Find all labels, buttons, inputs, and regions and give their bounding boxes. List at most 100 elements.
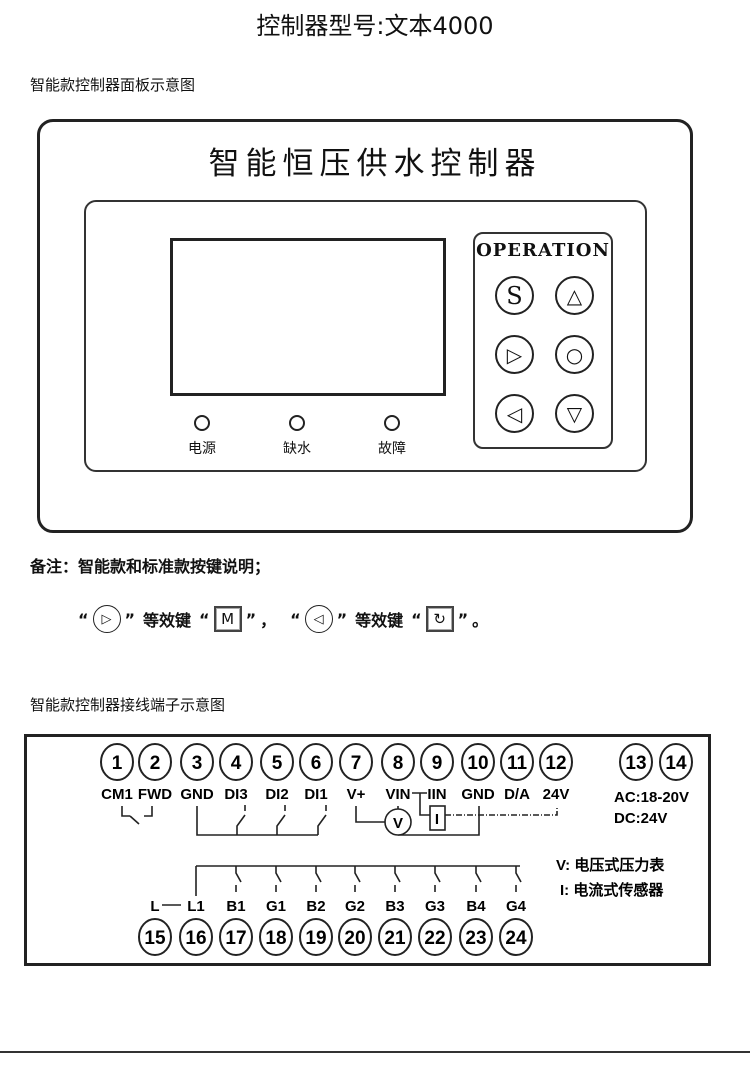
right-arrow-key-icon: ▷ (92, 605, 121, 633)
terminal-oval (138, 918, 172, 956)
terminal-label: G4 (506, 898, 527, 915)
terminal-number: 12 (545, 753, 566, 774)
terminal-oval (259, 918, 293, 956)
right-button[interactable]: ▷ (495, 335, 534, 374)
operation-title: OPERATION (476, 240, 610, 261)
key-equivalence-note: “ ▷ ” 等效键 “ M ” ， “ ◁ ” 等效键 “ ↻ ” 。 (78, 605, 488, 633)
terminal-label: G3 (425, 898, 445, 915)
terminal-number: 24 (505, 928, 527, 949)
terminal-label: CM1 (101, 786, 133, 803)
terminal-number: 22 (424, 928, 445, 949)
period: 。 (472, 611, 489, 630)
relay-contact-icon (354, 866, 361, 892)
terminal-number: 14 (665, 753, 687, 774)
terminal-label: G1 (266, 898, 286, 915)
down-button[interactable]: ▽ (555, 394, 594, 433)
terminal-oval (499, 918, 533, 956)
legend-voltage: V: 电压式压力表 (556, 856, 665, 874)
terminal-label: DI1 (304, 786, 327, 803)
terminal-label: GND (461, 786, 495, 803)
terminal-oval (500, 743, 534, 781)
terminal-number: 4 (231, 753, 242, 774)
terminal-label: 24V (543, 786, 570, 803)
terminal-label: B1 (226, 898, 245, 915)
note-heading: 备注：智能款和标准款按键说明； (30, 557, 271, 576)
quote: ” (457, 609, 469, 629)
terminal-label: DI2 (265, 786, 288, 803)
left-icon: ◁ (506, 401, 523, 426)
terminal-oval (378, 918, 412, 956)
ok-button[interactable]: ○ (555, 335, 594, 374)
terminal-label: B4 (466, 898, 486, 915)
terminal-oval (179, 918, 213, 956)
power-led-icon (194, 415, 210, 431)
terminal-oval (338, 918, 372, 956)
relay-contact-icon (394, 866, 401, 892)
set-button[interactable]: S (495, 276, 534, 315)
ok-icon: ○ (565, 342, 584, 367)
bottom-divider (0, 1051, 750, 1053)
wiring-lines (121, 792, 558, 906)
terminal-label: B2 (306, 898, 325, 915)
terminal-number: 1 (112, 753, 123, 774)
controller-panel-outline (37, 119, 693, 533)
terminal-number: 2 (150, 753, 161, 774)
set-icon: S (506, 281, 523, 310)
terminal-number: 13 (625, 753, 646, 774)
terminal-number: 16 (185, 928, 206, 949)
water-shortage-led-label: 缺水 (283, 441, 311, 457)
terminal-label: D/A (504, 786, 530, 803)
fault-led-label: 故障 (378, 441, 406, 457)
terminal-number: 10 (467, 753, 488, 774)
wiring-section-label: 智能款控制器接线端子示意图 (30, 696, 226, 714)
terminal-number: 5 (272, 753, 283, 774)
terminal-number: 7 (351, 753, 362, 774)
terminal-oval (339, 743, 373, 781)
terminal-label: L (150, 898, 159, 915)
terminal-label: V+ (347, 786, 366, 803)
loop-key-icon: ↻ (425, 606, 454, 632)
power-ac-label: AC:18-20V (614, 789, 689, 806)
terminal-number: 20 (344, 928, 365, 949)
equivalent-label: 等效键 (143, 611, 192, 630)
fault-led-icon (384, 415, 400, 431)
terminal-label: DI3 (224, 786, 247, 803)
terminal-oval (619, 743, 653, 781)
terminal-oval (180, 743, 214, 781)
terminal-number: 15 (144, 928, 166, 949)
relay-contact-icon (434, 866, 441, 892)
terminal-label: G2 (345, 898, 365, 915)
page-title: 控制器型号:文本4000 (256, 12, 494, 40)
panel-section-label: 智能款控制器面板示意图 (30, 76, 196, 94)
up-button[interactable]: △ (555, 276, 594, 315)
quote: “ (199, 609, 210, 629)
terminal-label: VIN (385, 786, 410, 803)
quote: “ (78, 609, 89, 629)
relay-contact-icon (515, 866, 522, 892)
terminal-number: 19 (305, 928, 326, 949)
terminal-number: 23 (465, 928, 486, 949)
terminal-oval (299, 918, 333, 956)
relay-contact-icon (475, 866, 482, 892)
terminal-label: L1 (187, 898, 205, 915)
terminal-oval (100, 743, 134, 781)
controller-front-panel (84, 200, 647, 472)
quote: ” (124, 609, 136, 629)
controller-brand-title: 智能恒压供水控制器 (208, 146, 542, 182)
lcd-screen (170, 238, 446, 396)
terminal-oval (418, 918, 452, 956)
legend-current: I: 电流式传感器 (560, 881, 664, 899)
quote: ” (336, 609, 348, 629)
left-button[interactable]: ◁ (495, 394, 534, 433)
voltage-gauge-icon (384, 808, 412, 836)
relay-contact-icon (235, 866, 242, 892)
terminal-label: IIN (427, 786, 446, 803)
up-icon: △ (566, 283, 583, 308)
terminal-label: GND (180, 786, 214, 803)
terminal-oval (381, 743, 415, 781)
right-icon: ▷ (506, 342, 523, 367)
terminal-oval (459, 918, 493, 956)
terminal-oval (539, 743, 573, 781)
power-dc-label: DC:24V (614, 810, 667, 827)
left-arrow-key-icon: ◁ (304, 605, 333, 633)
